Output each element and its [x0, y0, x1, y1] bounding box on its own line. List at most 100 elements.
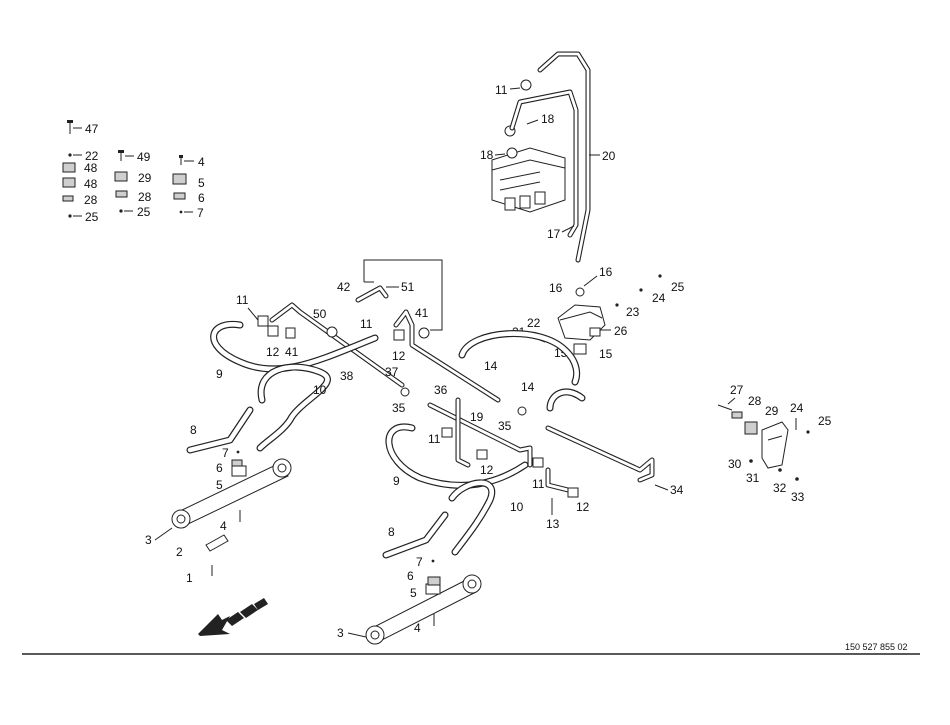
label-11-c: 11 [428, 432, 441, 446]
label-30: 30 [728, 457, 742, 471]
label-20: 20 [602, 149, 616, 163]
plate-28c-icon [731, 411, 743, 419]
label-18-top: 18 [541, 112, 555, 126]
label-12-b: 12 [392, 349, 406, 363]
label-4: 4 [198, 155, 205, 169]
label-9-b: 9 [393, 474, 400, 488]
label-37: 37 [385, 365, 399, 379]
label-19: 19 [470, 410, 484, 424]
label-33: 33 [791, 490, 805, 504]
label-7: 7 [197, 206, 204, 220]
label-17: 17 [547, 227, 561, 241]
label-8-b: 8 [388, 525, 395, 539]
label-18-left: 18 [480, 148, 494, 162]
label-14-a: 14 [484, 359, 498, 373]
clamp-48b-icon [62, 177, 76, 188]
pin-2 [205, 534, 229, 552]
hose-8-left [186, 406, 254, 454]
label-11-b: 11 [360, 317, 373, 331]
label-10-a: 10 [313, 383, 327, 397]
label-13: 13 [546, 517, 560, 531]
label-5-c: 5 [410, 586, 417, 600]
fitting-12c-icon [567, 487, 579, 498]
hose-14-lower [546, 388, 586, 412]
label-36: 36 [434, 383, 448, 397]
fitting-50-icon [326, 326, 338, 338]
label-42: 42 [337, 280, 351, 294]
label-4-b: 4 [220, 519, 227, 533]
hose-9-left [210, 320, 379, 373]
label-28b: 28 [138, 190, 152, 204]
hose-9-right [385, 423, 529, 489]
label-16-b: 16 [599, 265, 613, 279]
label-6-b: 6 [216, 461, 223, 475]
label-24-b: 24 [790, 401, 804, 415]
drawing-code: 150 527 855 02 [845, 642, 908, 652]
valve-26 [557, 304, 606, 341]
control-valve-block [491, 79, 566, 213]
label-3-a: 3 [145, 533, 152, 547]
fitting-41a-icon [285, 327, 296, 339]
hydraulic-cylinder-left [171, 458, 292, 529]
label-25-d: 25 [818, 414, 832, 428]
label-35-b: 35 [498, 419, 512, 433]
connector-group-42-51 [355, 259, 443, 331]
bolt-33-icon [795, 477, 799, 481]
fitting-11e-icon [532, 457, 544, 468]
fitting-12b-icon [393, 329, 405, 341]
label-29: 29 [138, 171, 152, 185]
label-23: 23 [626, 305, 640, 319]
plate-28b-icon [115, 190, 128, 198]
bolt-49-icon [118, 150, 124, 161]
nut-25b-icon [119, 209, 123, 213]
plate-28-icon [62, 195, 74, 202]
label-5-b: 5 [216, 478, 223, 492]
hose-10-left [256, 363, 331, 452]
pipe-13 [545, 467, 571, 493]
label-29-b: 29 [765, 404, 779, 418]
hose-8-right [382, 511, 449, 559]
label-6: 6 [198, 191, 205, 205]
label-48: 48 [84, 161, 98, 175]
hydraulic-cylinder-right [365, 574, 482, 645]
label-22: 22 [85, 149, 99, 163]
nut-25d-icon [806, 430, 810, 434]
fitting-12a-icon [267, 325, 279, 337]
label-24: 24 [652, 291, 666, 305]
fitting-11d-icon [257, 315, 269, 327]
label-25-c: 25 [671, 280, 685, 294]
label-11-d: 11 [236, 293, 249, 307]
label-51: 51 [401, 280, 415, 294]
label-26: 26 [614, 324, 628, 338]
label-38: 38 [340, 369, 354, 383]
label-48b: 48 [84, 177, 98, 191]
label-34: 34 [670, 483, 684, 497]
nut-23-icon [615, 303, 619, 307]
seal-35b-icon [517, 406, 527, 416]
label-7-b: 7 [222, 446, 229, 460]
pipe-17 [509, 89, 579, 238]
nut-25c-icon [658, 274, 662, 278]
hose-14-upper [458, 330, 581, 386]
label-12-a: 12 [266, 345, 280, 359]
label-11-e: 11 [532, 477, 545, 491]
label-22-b: 22 [527, 316, 541, 330]
label-6-c: 6 [407, 569, 414, 583]
seal-16-icon [575, 287, 585, 297]
label-12-c: 12 [576, 500, 590, 514]
pipe-37 [393, 309, 501, 403]
fitting-41b-icon [418, 327, 430, 339]
label-14-b: 14 [521, 380, 535, 394]
hose-10-right [448, 479, 496, 556]
label-11-top: 11 [495, 83, 508, 97]
label-8-a: 8 [190, 423, 197, 437]
label-7-c: 7 [416, 555, 423, 569]
seal-35a-icon [400, 387, 410, 397]
bolt-4-icon [179, 155, 183, 165]
label-25b: 25 [137, 205, 151, 219]
nut-22-icon [68, 153, 72, 157]
nut-32-icon [778, 468, 782, 472]
clamp-29-icon [114, 171, 128, 182]
label-28-c: 28 [748, 394, 762, 408]
